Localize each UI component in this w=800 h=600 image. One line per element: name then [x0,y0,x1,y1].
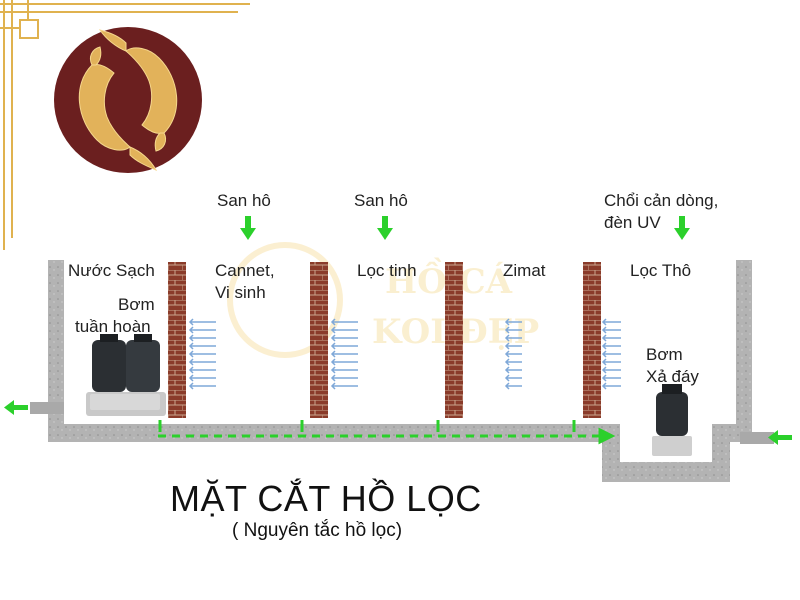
outer-wall-left [48,260,64,442]
upflow-arrows [188,318,621,390]
media-label-1: San hô [217,191,271,210]
media-label-3-line2: đèn UV [604,213,661,232]
arrow-left-icon [768,430,792,445]
pump-label-circulation-line1: Bơm [118,295,155,314]
arrow-down-icon [377,216,393,240]
pump-label-drain-line2: Xả đáy [646,367,699,386]
sump-pit [584,424,752,482]
chamber-label-cannet-line2: Vi sinh [215,283,266,302]
arrow-down-icon [674,216,690,240]
corner-frame [0,0,250,250]
outer-wall-right [736,260,752,442]
diagram-subtitle: ( Nguyên tắc hồ lọc) [232,520,403,541]
chamber-label-fine-filter: Lọc tinh [357,261,417,280]
chamber-label-coarse-filter: Lọc Thô [630,261,692,280]
media-label-3-line1: Chổi cản dòng, [604,191,719,210]
pump-label-drain-line1: Bơm [646,345,683,364]
chamber-label-cannet-line1: Cannet, [215,261,275,280]
pump-label-circulation-line2: tuần hoàn [75,317,151,336]
partition-wall-1 [168,262,186,418]
arrow-down-icon [240,216,256,240]
bottom-flow-arrows [158,420,616,445]
outlet-pipe [30,402,64,414]
arrow-left-icon [4,400,28,415]
diagram-title: MẶT CẮT HỒ LỌC [170,478,482,519]
chamber-label-clean-water: Nước Sạch [68,261,155,280]
partition-wall-4 [583,262,601,418]
partition-wall-2 [310,262,328,418]
pond-floor [48,424,588,442]
submersible-pump-icon [86,334,166,416]
chamber-label-zimat: Zimat [503,261,546,280]
media-label-2: San hô [354,191,408,210]
submersible-pump-icon [652,384,692,456]
inlet-pipe [740,432,774,444]
koi-fish-logo [54,27,202,173]
partition-wall-3 [445,262,463,418]
watermark-logo [227,242,343,358]
